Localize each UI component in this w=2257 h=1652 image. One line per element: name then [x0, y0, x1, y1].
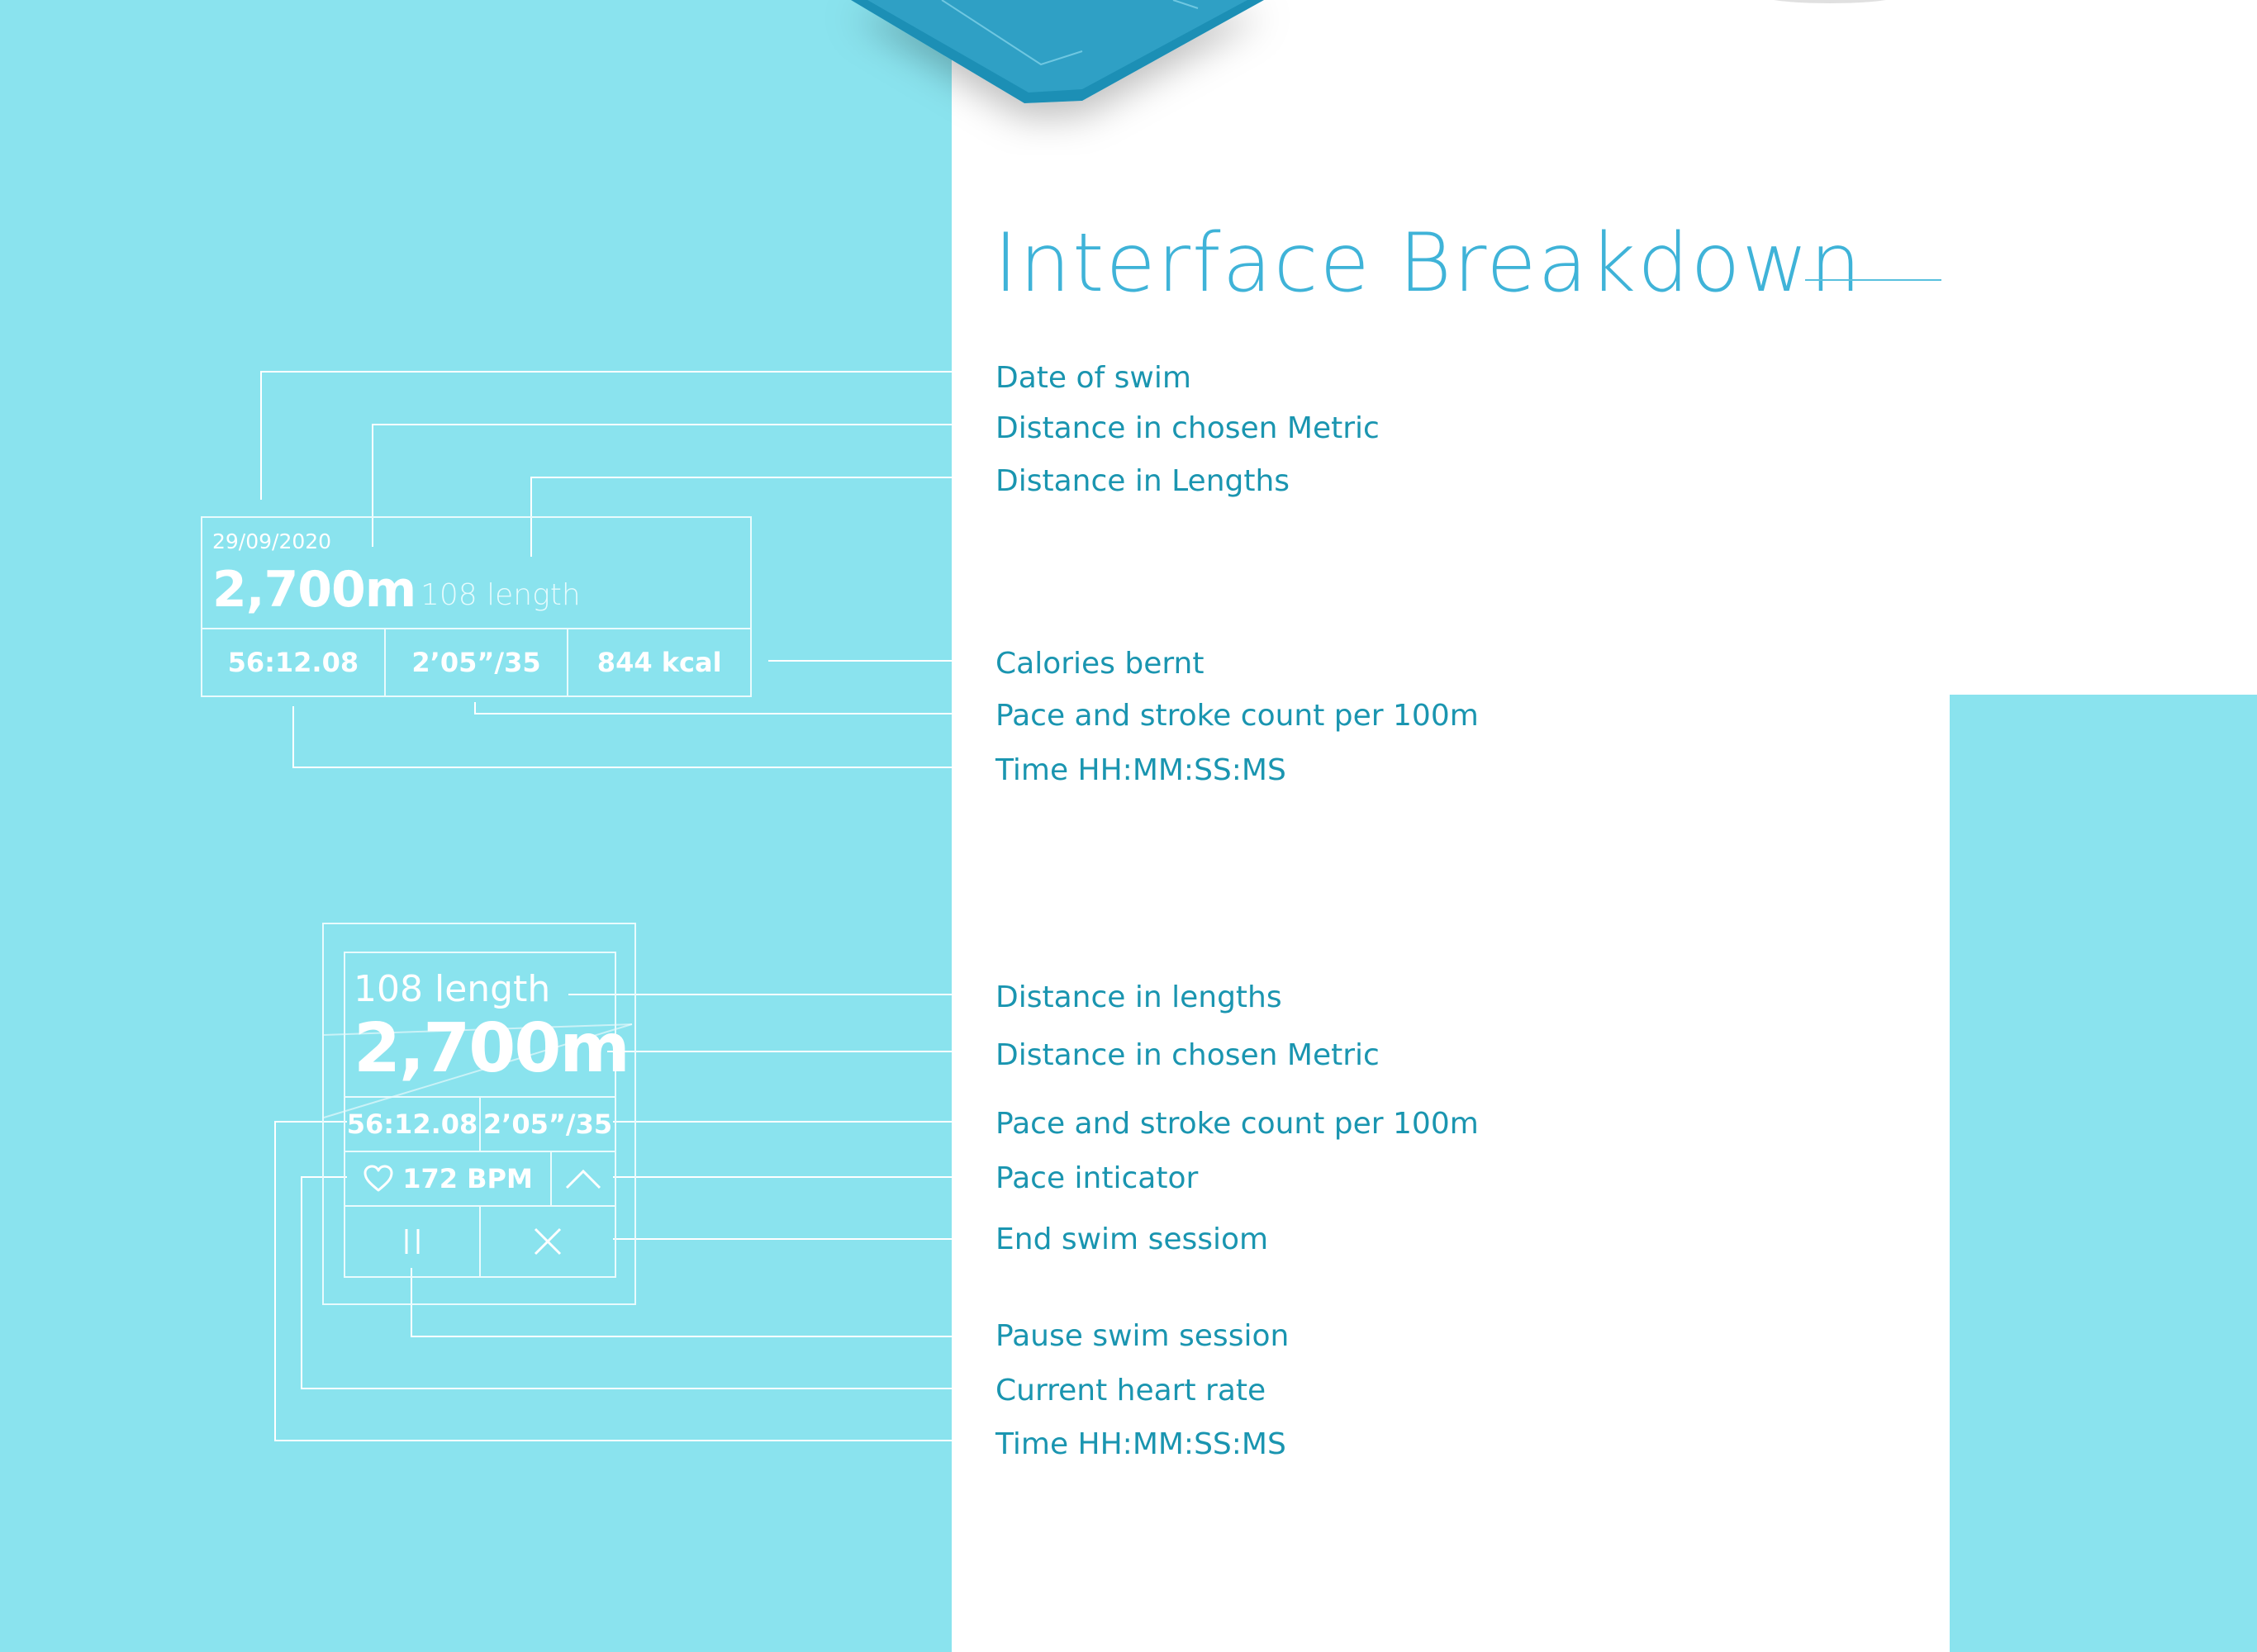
watch-time: 56:12.08	[346, 1108, 478, 1140]
chevron-up-icon	[565, 1168, 601, 1189]
white-content-panel	[952, 0, 1950, 1652]
heart-rate-value: 172 BPM	[402, 1163, 533, 1194]
page-title: Interface Breakdown	[994, 216, 1863, 311]
watch-controls-row	[345, 1205, 615, 1276]
watch-pace: 2’05”/35	[479, 1098, 615, 1151]
end-session-button[interactable]	[479, 1207, 615, 1276]
heart-rate-display: 172 BPM	[345, 1152, 550, 1205]
watch-distance: 2,700m	[354, 1009, 630, 1088]
swim-date: 29/09/2020	[212, 529, 332, 553]
heart-icon	[363, 1165, 394, 1193]
watch-lengths: 108 length	[354, 968, 551, 1010]
label-time: Time HH:MM:SS:MS	[995, 753, 1286, 787]
label-watch-distance: Distance in chosen Metric	[995, 1038, 1380, 1072]
summary-card: 29/09/2020 2,700m 108 length 56:12.08 2’…	[201, 516, 752, 697]
right-aqua-strip	[1950, 695, 2257, 1652]
label-watch-pause: Pause swim session	[995, 1319, 1290, 1353]
swim-lengths: 108 length	[421, 578, 581, 612]
label-watch-end: End swim sessiom	[995, 1222, 1269, 1256]
watch-heart-row: 172 BPM	[345, 1151, 615, 1205]
label-watch-heart: Current heart rate	[995, 1374, 1266, 1408]
swim-time: 56:12.08	[227, 647, 359, 678]
close-icon	[534, 1227, 562, 1256]
swim-distance: 2,700m	[212, 561, 416, 619]
label-date-of-swim: Date of swim	[995, 361, 1191, 395]
summary-stats-row: 56:12.08 2’05”/35 844 kcal	[202, 628, 750, 695]
swim-pace: 2’05”/35	[383, 629, 568, 695]
watch-frame	[322, 923, 636, 1305]
watch-stats-row: 56:12.08 2’05”/35	[345, 1096, 615, 1151]
label-watch-lengths: Distance in lengths	[995, 980, 1282, 1014]
label-pace-stroke: Pace and stroke count per 100m	[995, 699, 1479, 733]
watch-screen: 108 length 2,700m 56:12.08 2’05”/35 172 …	[344, 952, 630, 1278]
pace-indicator-button[interactable]	[550, 1152, 615, 1205]
label-calories: Calories bernt	[995, 647, 1205, 681]
pause-icon	[402, 1227, 423, 1256]
swim-calories: 844 kcal	[567, 629, 750, 695]
label-watch-pace: Pace and stroke count per 100m	[995, 1107, 1479, 1141]
left-aqua-panel	[0, 0, 952, 1652]
pause-button[interactable]	[345, 1207, 479, 1276]
label-watch-pace-indicator: Pace inticator	[995, 1161, 1199, 1195]
label-watch-time: Time HH:MM:SS:MS	[995, 1427, 1286, 1461]
label-distance-metric: Distance in chosen Metric	[995, 411, 1380, 445]
label-distance-lengths: Distance in Lengths	[995, 464, 1290, 498]
title-rule	[1805, 279, 1941, 281]
